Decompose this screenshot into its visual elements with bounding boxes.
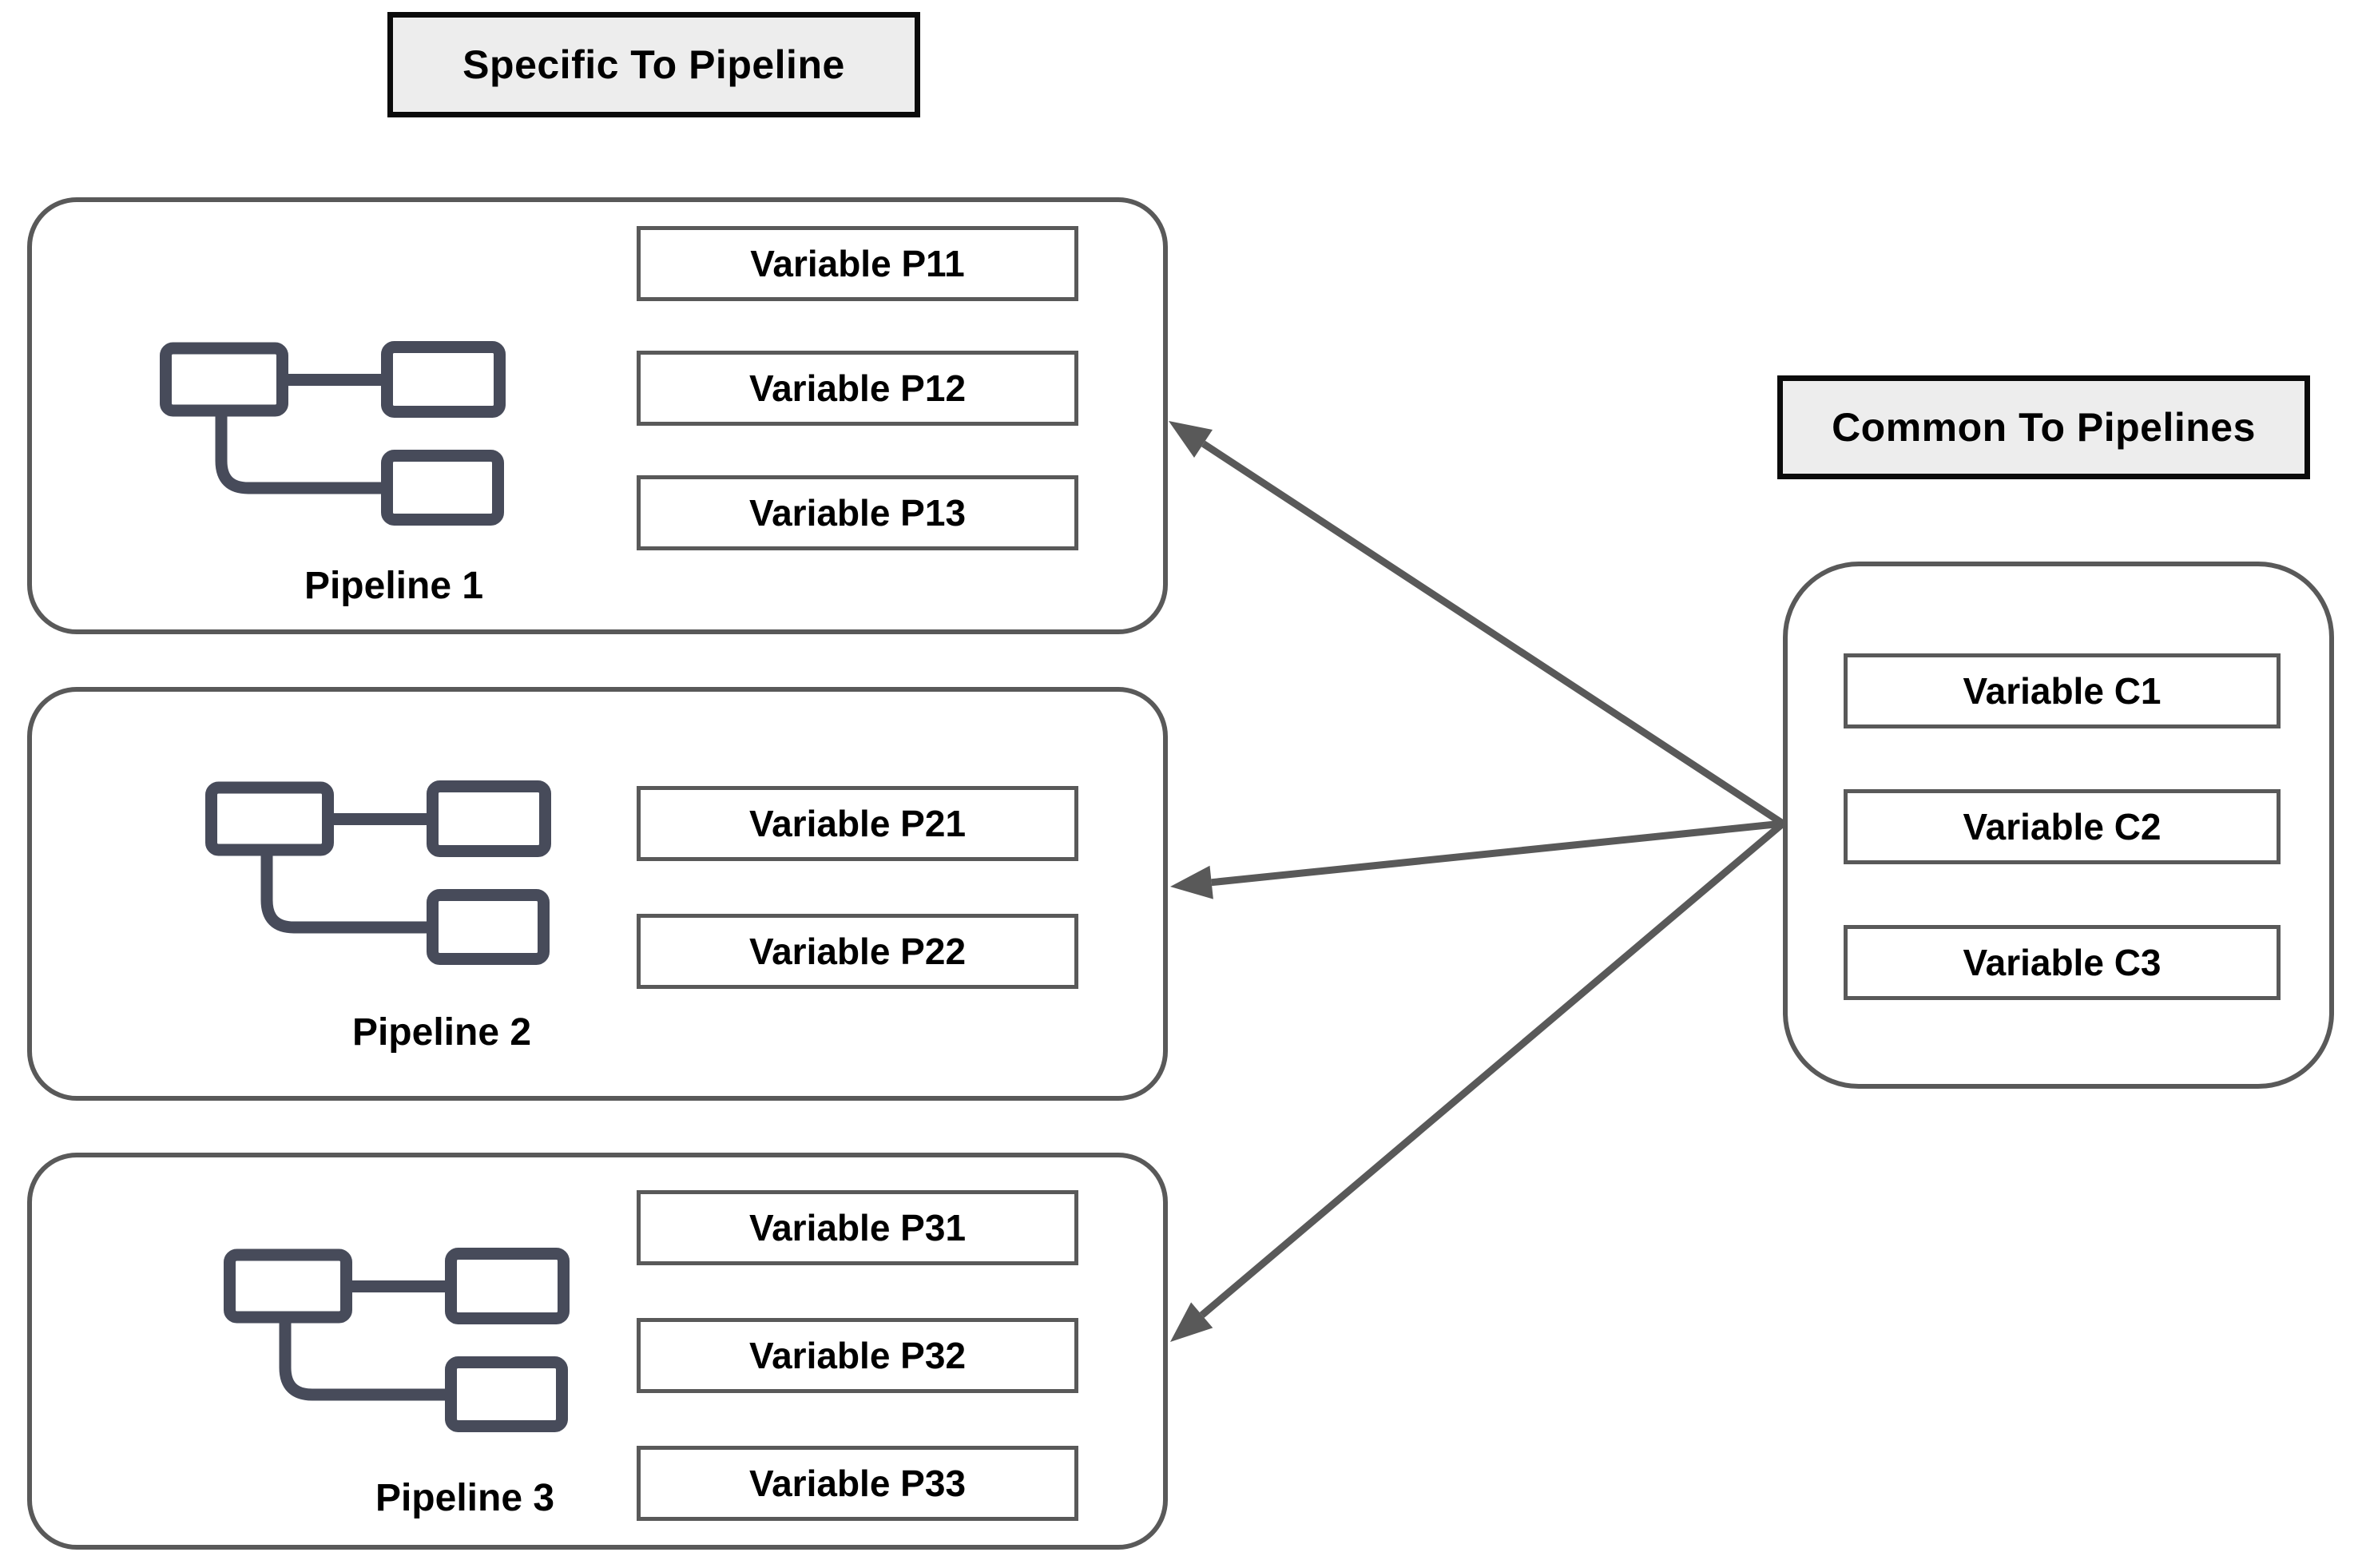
pipeline-3-label: Pipeline 3 [375, 1477, 555, 1519]
arrow-common-to-pipeline-2 [1170, 820, 1784, 899]
common-to-pipelines-header-label: Common To Pipelines [1832, 405, 2256, 450]
arrow-common-to-pipeline-1 [1169, 421, 1785, 827]
variable-p12-box: Variable P12 [637, 351, 1078, 426]
pipeline-2-container [27, 687, 1168, 1101]
variable-p32-box: Variable P32 [637, 1318, 1078, 1393]
variable-p33-box: Variable P33 [637, 1446, 1078, 1521]
pipeline-1-label: Pipeline 1 [304, 565, 484, 607]
variable-p22-box: Variable P22 [637, 914, 1078, 989]
variable-p11-box: Variable P11 [637, 226, 1078, 301]
variable-p21-box: Variable P21 [637, 786, 1078, 861]
specific-to-pipeline-header-label: Specific To Pipeline [462, 42, 845, 87]
common-to-pipelines-header: Common To Pipelines [1777, 375, 2310, 479]
variable-c2-box: Variable C2 [1844, 789, 2281, 864]
variable-p31-box: Variable P31 [637, 1190, 1078, 1265]
variable-c1-box: Variable C1 [1844, 653, 2281, 728]
variable-p13-box: Variable P13 [637, 475, 1078, 550]
pipeline-2-label: Pipeline 2 [351, 1011, 532, 1054]
variable-c3-box: Variable C3 [1844, 925, 2281, 1000]
arrow-common-to-pipeline-3 [1170, 820, 1785, 1342]
specific-to-pipeline-header: Specific To Pipeline [387, 12, 920, 117]
